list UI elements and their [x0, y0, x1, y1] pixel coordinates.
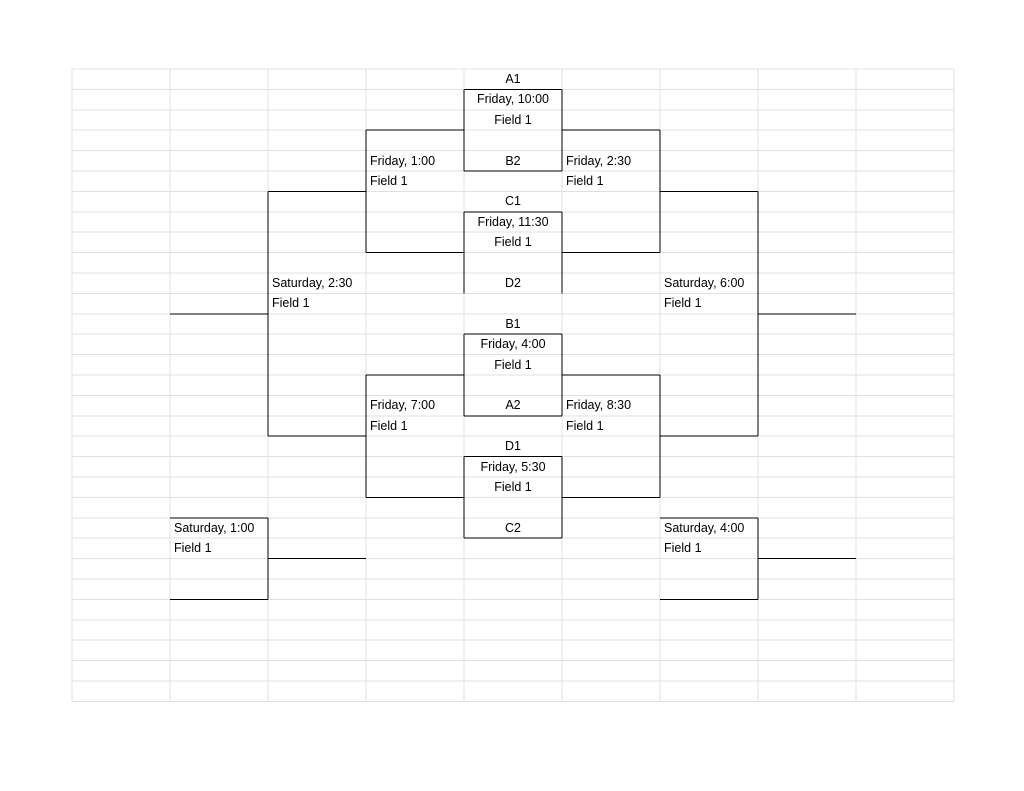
cell-text: Field 1 — [566, 174, 604, 188]
cell-text: Friday, 1:00 — [370, 153, 436, 168]
cell-text: Friday, 4:00 — [480, 337, 546, 352]
cell-text: D1 — [505, 439, 521, 454]
cell-text: Field 1 — [174, 541, 212, 556]
cell-text: Friday, 10:00 — [476, 92, 550, 107]
cell-text: C2 — [505, 520, 521, 535]
cell-text: B1 — [505, 316, 521, 331]
cell-text: Friday, 2:30 — [566, 153, 632, 168]
cell-text: A1 — [505, 72, 521, 86]
cell-text: Field 1 — [566, 418, 604, 433]
cell-text: Friday, 5:30 — [480, 459, 546, 474]
cell-text: Field 1 — [494, 235, 532, 250]
cell-text: Friday, 7:00 — [370, 398, 436, 413]
cell-text: Field 1 — [370, 418, 408, 433]
cell-text: D2 — [505, 276, 521, 290]
cell-text: Friday, 11:30 — [477, 214, 549, 229]
cell-text: Field 1 — [370, 174, 408, 188]
cell-text: Saturday, 2:30 — [272, 276, 353, 290]
cell-text: Field 1 — [494, 357, 532, 372]
cell-text: Field 1 — [664, 296, 702, 311]
cell-text: Field 1 — [494, 112, 532, 127]
cell-text: A2 — [505, 398, 521, 413]
cell-text: Saturday, 6:00 — [664, 276, 745, 290]
cell-text: Saturday, 1:00 — [174, 520, 255, 535]
cell-text: Field 1 — [494, 480, 532, 494]
cell-text: C1 — [505, 194, 521, 209]
cell-text: B2 — [505, 153, 521, 168]
cell-text: Saturday, 4:00 — [664, 520, 745, 535]
cell-text: Friday, 8:30 — [566, 398, 632, 413]
cell-text: Field 1 — [272, 296, 310, 311]
cell-text: Field 1 — [664, 541, 702, 556]
